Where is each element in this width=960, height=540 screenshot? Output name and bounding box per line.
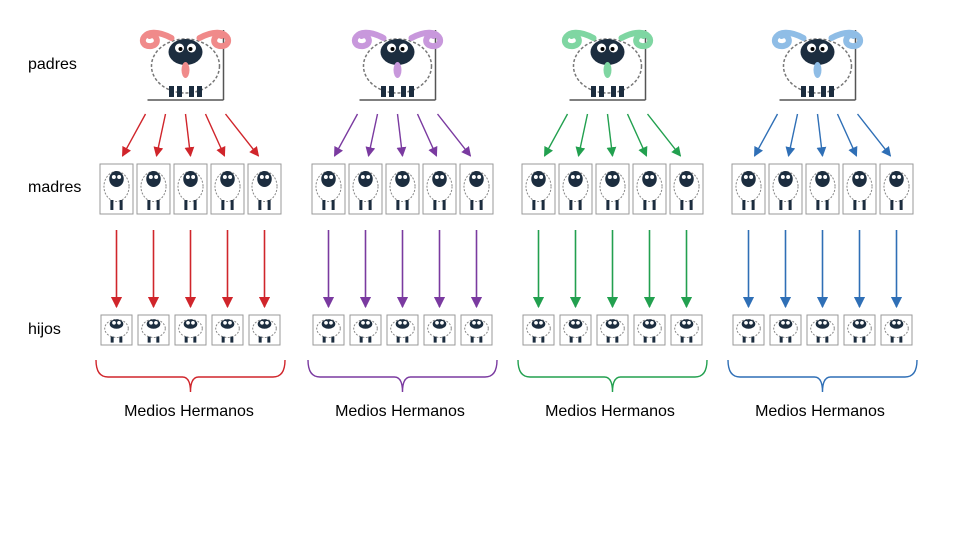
mother-ewe-2-2 — [348, 163, 383, 215]
mother-ewe-1-4 — [210, 163, 245, 215]
father-ram-3 — [561, 29, 654, 101]
offspring-lamb-2-4 — [423, 314, 456, 346]
father-to-mother-arrow-3-3 — [606, 113, 617, 157]
father-to-mother-arrow-3-5 — [646, 113, 682, 157]
mother-ewe-2-1 — [311, 163, 346, 215]
group-label-2: Medios Hermanos — [335, 403, 465, 420]
row-label-fathers: padres — [28, 56, 77, 73]
mother-ewe-4-5 — [879, 163, 914, 215]
mother-ewe-3-2 — [558, 163, 593, 215]
offspring-lamb-3-5 — [670, 314, 703, 346]
mother-ewe-4-3 — [805, 163, 840, 215]
offspring-lamb-3-1 — [522, 314, 555, 346]
offspring-lamb-1-3 — [174, 314, 207, 346]
father-to-mother-arrow-4-4 — [836, 113, 858, 157]
offspring-lamb-1-4 — [211, 314, 244, 346]
father-ram-1 — [139, 29, 232, 101]
offspring-lamb-4-1 — [732, 314, 765, 346]
offspring-lamb-2-5 — [460, 314, 493, 346]
father-to-mother-arrow-2-2 — [365, 113, 379, 157]
mother-ewe-2-5 — [459, 163, 494, 215]
mother-ewe-2-4 — [422, 163, 457, 215]
mother-ewe-1-2 — [136, 163, 171, 215]
father-ram-2 — [351, 29, 444, 101]
father-to-mother-arrow-1-1 — [121, 113, 147, 157]
mother-ewe-3-3 — [595, 163, 630, 215]
father-to-mother-arrow-1-3 — [184, 113, 195, 157]
group-label-3: Medios Hermanos — [545, 403, 675, 420]
father-to-mother-arrow-3-2 — [575, 113, 589, 157]
group-brace-2 — [307, 359, 498, 393]
father-to-mother-arrow-2-3 — [396, 113, 407, 157]
group-brace-1 — [95, 359, 286, 393]
father-to-mother-arrow-3-1 — [543, 113, 569, 157]
father-ram-4 — [771, 29, 864, 101]
mother-ewe-4-4 — [842, 163, 877, 215]
mother-ewe-3-5 — [669, 163, 704, 215]
row-label-offspring: hijos — [28, 321, 61, 338]
father-to-mother-arrow-2-5 — [436, 113, 472, 157]
father-to-mother-arrow-1-2 — [153, 113, 167, 157]
father-to-mother-arrow-2-1 — [333, 113, 359, 157]
father-to-mother-arrow-4-1 — [753, 113, 779, 157]
mother-ewe-1-3 — [173, 163, 208, 215]
mother-ewe-1-5 — [247, 163, 282, 215]
father-to-mother-arrow-1-5 — [224, 113, 260, 157]
offspring-lamb-2-2 — [349, 314, 382, 346]
offspring-lamb-1-1 — [100, 314, 133, 346]
offspring-lamb-4-5 — [880, 314, 913, 346]
mother-ewe-4-2 — [768, 163, 803, 215]
mother-ewe-2-3 — [385, 163, 420, 215]
offspring-lamb-1-2 — [137, 314, 170, 346]
offspring-lamb-2-3 — [386, 314, 419, 346]
offspring-lamb-3-3 — [596, 314, 629, 346]
offspring-lamb-4-2 — [769, 314, 802, 346]
offspring-lamb-2-1 — [312, 314, 345, 346]
group-brace-4 — [727, 359, 918, 393]
mother-ewe-4-1 — [731, 163, 766, 215]
mother-ewe-1-1 — [99, 163, 134, 215]
row-label-mothers: madres — [28, 179, 82, 196]
father-to-mother-arrow-1-4 — [204, 113, 226, 157]
offspring-lamb-1-5 — [248, 314, 281, 346]
mother-ewe-3-4 — [632, 163, 667, 215]
offspring-lamb-3-4 — [633, 314, 666, 346]
father-to-mother-arrow-4-3 — [816, 113, 827, 157]
offspring-lamb-4-3 — [806, 314, 839, 346]
group-label-4: Medios Hermanos — [755, 403, 885, 420]
group-label-1: Medios Hermanos — [124, 403, 254, 420]
father-to-mother-arrow-2-4 — [416, 113, 438, 157]
father-to-mother-arrow-4-2 — [785, 113, 799, 157]
offspring-lamb-4-4 — [843, 314, 876, 346]
mother-ewe-3-1 — [521, 163, 556, 215]
offspring-lamb-3-2 — [559, 314, 592, 346]
father-to-mother-arrow-4-5 — [856, 113, 892, 157]
group-brace-3 — [517, 359, 708, 393]
father-to-mother-arrow-3-4 — [626, 113, 648, 157]
